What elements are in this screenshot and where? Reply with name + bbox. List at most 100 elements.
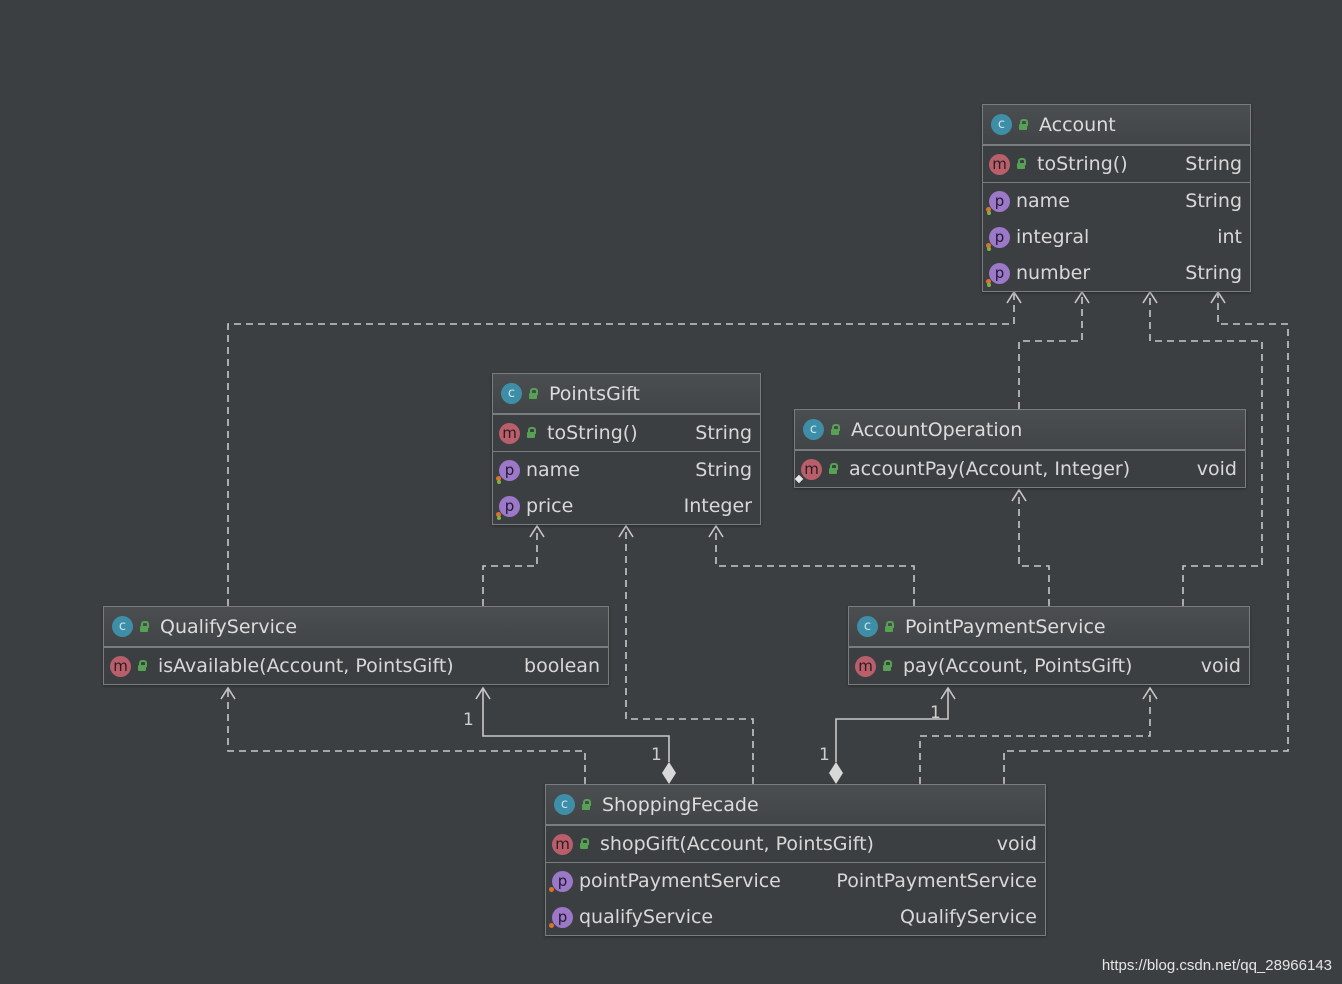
abstract-method-icon: m [794, 458, 822, 483]
method-icon: m [110, 655, 131, 677]
methods-section: m toString() String [493, 414, 760, 451]
field-row[interactable]: p pointPaymentService PointPaymentServic… [546, 863, 1045, 899]
field-type: PointPaymentService [836, 870, 1037, 892]
return-type: void [1200, 655, 1241, 677]
class-box-account[interactable]: c Account m toString() String p name Str… [982, 104, 1251, 292]
dep-qualify-to-pointsgift [482, 526, 538, 606]
property-icon: p [496, 495, 520, 520]
method-icon: m [499, 422, 520, 444]
field-name: integral [1016, 226, 1090, 248]
dep-accountop-to-account [1018, 292, 1083, 409]
class-header: c AccountOperation [795, 410, 1245, 450]
methods-section: m shopGift(Account, PointsGift) void [546, 825, 1045, 862]
class-header: c PointsGift [493, 374, 760, 414]
method-row[interactable]: m toString() String [493, 415, 760, 451]
property-icon: p [549, 906, 573, 928]
public-lock-icon [579, 838, 590, 850]
field-name: name [1016, 190, 1070, 212]
class-name: PointPaymentService [905, 615, 1106, 638]
methods-section: m pay(Account, PointsGift) void [849, 647, 1249, 684]
class-name: AccountOperation [851, 418, 1023, 441]
public-lock-icon [139, 620, 150, 633]
return-type: boolean [524, 655, 600, 677]
class-box-shopping-fecade[interactable]: c ShoppingFecade m shopGift(Account, Poi… [545, 784, 1046, 936]
watermark: https://blog.csdn.net/qq_28966143 [1101, 957, 1332, 974]
class-icon: c [501, 383, 522, 404]
field-type: int [1217, 226, 1242, 248]
class-header: c ShoppingFecade [546, 785, 1045, 825]
method-row[interactable]: m accountPay(Account, Integer) void [794, 451, 1245, 487]
field-name: pointPaymentService [579, 870, 781, 892]
dep-shopping-to-pointpay [919, 688, 1151, 784]
methods-section: m accountPay(Account, Integer) void [794, 450, 1245, 487]
arrowhead [529, 524, 545, 538]
comp-shopping-qualify [482, 688, 670, 762]
class-box-points-gift[interactable]: c PointsGift m toString() String p name … [492, 373, 761, 525]
method-row[interactable]: m shopGift(Account, PointsGift) void [546, 826, 1045, 862]
field-type: Integer [683, 495, 752, 517]
public-lock-icon [1016, 158, 1027, 170]
field-type: String [1185, 262, 1242, 284]
field-row[interactable]: p integral int [983, 219, 1250, 255]
comp-shopping-pointpay [835, 688, 949, 762]
composition-diamond [829, 762, 843, 784]
field-row[interactable]: p number String [983, 255, 1250, 291]
methods-section: m toString() String [983, 145, 1250, 182]
multiplicity-label: 1 [651, 745, 662, 765]
field-row[interactable]: p price Integer [493, 488, 760, 524]
public-lock-icon [137, 660, 148, 672]
public-lock-icon [581, 798, 592, 811]
class-box-account-operation[interactable]: c AccountOperation m accountPay(Account,… [794, 409, 1246, 488]
method-icon: m [989, 153, 1010, 175]
method-row[interactable]: m toString() String [983, 146, 1250, 182]
method-name: isAvailable(Account, PointsGift) [158, 655, 454, 677]
method-name: accountPay(Account, Integer) [849, 458, 1131, 480]
method-row[interactable]: m pay(Account, PointsGift) void [849, 648, 1249, 684]
public-lock-icon [830, 423, 841, 436]
arrowhead [618, 524, 634, 538]
return-type: void [996, 833, 1037, 855]
field-row[interactable]: p qualifyService QualifyService [546, 899, 1045, 935]
composition-diamond [662, 762, 676, 784]
arrowhead [1142, 686, 1158, 700]
class-box-point-payment-service[interactable]: c PointPaymentService m pay(Account, Poi… [848, 606, 1250, 685]
method-name: toString() [547, 422, 638, 444]
class-header: c Account [983, 105, 1250, 145]
class-icon: c [112, 616, 133, 637]
class-name: QualifyService [160, 615, 298, 638]
class-box-qualify-service[interactable]: c QualifyService m isAvailable(Account, … [103, 606, 609, 685]
arrowhead [1006, 290, 1022, 304]
field-name: qualifyService [579, 906, 714, 928]
multiplicity-label: 1 [930, 703, 941, 723]
property-icon: p [549, 870, 573, 892]
property-icon: p [986, 226, 1010, 251]
method-name: toString() [1037, 153, 1128, 175]
class-icon: c [554, 794, 575, 815]
arrowhead [1011, 488, 1027, 502]
public-lock-icon [884, 620, 895, 633]
return-type: void [1196, 458, 1237, 480]
field-name: name [526, 459, 580, 481]
fields-section: p name String p integral int p number St… [983, 182, 1250, 291]
arrowhead [940, 686, 956, 700]
fields-section: p name String p price Integer [493, 451, 760, 524]
class-header: c QualifyService [104, 607, 608, 647]
method-row[interactable]: m isAvailable(Account, PointsGift) boole… [104, 648, 608, 684]
class-name: PointsGift [549, 382, 640, 405]
property-icon: p [986, 262, 1010, 287]
arrowhead [1210, 290, 1226, 304]
property-icon: p [496, 459, 520, 484]
return-type: String [1185, 153, 1242, 175]
class-icon: c [803, 419, 824, 440]
method-icon: m [552, 833, 573, 855]
class-name: ShoppingFecade [602, 793, 759, 816]
field-type: String [1185, 190, 1242, 212]
field-type: String [695, 459, 752, 481]
dep-qualify-to-account [227, 292, 1015, 606]
class-name: Account [1039, 113, 1116, 136]
field-row[interactable]: p name String [493, 452, 760, 488]
dep-pointpay-to-account [1149, 292, 1263, 606]
arrowhead [475, 686, 491, 700]
field-row[interactable]: p name String [983, 183, 1250, 219]
multiplicity-label: 1 [463, 710, 474, 730]
